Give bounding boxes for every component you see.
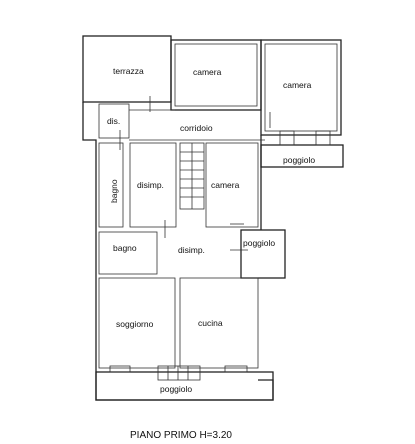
- label-poggiolo-right: poggiolo: [243, 238, 275, 248]
- label-poggiolo-bottom: poggiolo: [160, 384, 192, 394]
- label-bagno-vertical: bagno: [109, 179, 119, 203]
- label-disimp-lower: disimp.: [178, 245, 205, 255]
- label-camera-top-right: camera: [283, 80, 312, 90]
- label-cucina: cucina: [198, 318, 223, 328]
- plan-caption: PIANO PRIMO H=3.20: [130, 430, 232, 441]
- label-dis: dis.: [107, 116, 120, 126]
- label-corridoio: corridoio: [180, 123, 213, 133]
- label-soggiorno: soggiorno: [116, 319, 154, 329]
- label-disimp-upper: disimp.: [137, 180, 164, 190]
- label-terrazza: terrazza: [113, 66, 144, 76]
- label-camera-center: camera: [211, 180, 240, 190]
- label-poggiolo-top: poggiolo: [283, 155, 315, 165]
- outer-walls: [82, 35, 344, 401]
- label-bagno-lower: bagno: [113, 243, 137, 253]
- room-labels: terrazza camera camera dis. corridoio po…: [107, 66, 315, 394]
- interior-walls: [98, 96, 331, 381]
- label-camera-top-left: camera: [193, 67, 222, 77]
